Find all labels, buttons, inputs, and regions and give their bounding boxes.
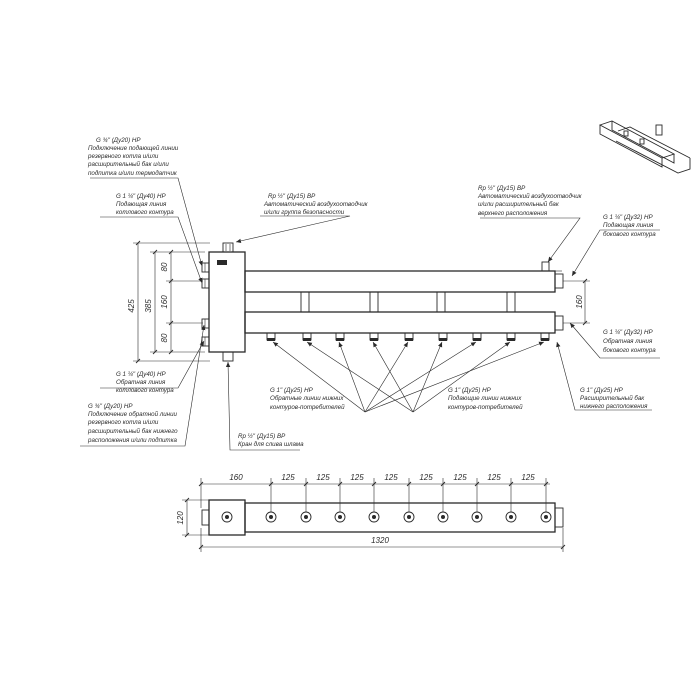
annotation-return-boiler: G 1 ¼" (Ду40) НР Обратная линия котловог…	[116, 371, 174, 394]
svg-text:G 1" (Ду25) НР: G 1" (Ду25) НР	[580, 387, 624, 394]
dim-pitch-6: 125	[453, 473, 467, 482]
svg-text:расположения и/или подпитка: расположения и/или подпитка	[87, 437, 177, 444]
plan-end-fitting	[554, 507, 564, 528]
svg-text:G 1" (Ду25) НР: G 1" (Ду25) НР	[270, 387, 314, 394]
svg-text:и/или группа безопасности: и/или группа безопасности	[264, 209, 345, 216]
upper-air-vent	[541, 261, 550, 272]
svg-text:Rp ½" (Ду15) ВР: Rp ½" (Ду15) ВР	[478, 185, 526, 192]
lower-end-fitting	[554, 315, 564, 331]
dim-pitch-8: 125	[521, 473, 535, 482]
fitting-lower-b	[201, 336, 210, 347]
dim-overall-length: 1320	[371, 536, 389, 545]
separator-bottom-cap	[222, 351, 234, 362]
svg-text:G 1 ¼" (Ду40) НР: G 1 ¼" (Ду40) НР	[116, 193, 166, 200]
dim-pitch-3: 125	[350, 473, 364, 482]
plan-header-body	[244, 502, 556, 533]
svg-text:контуров-потребителей: контуров-потребителей	[448, 404, 523, 411]
dim-inner-height: 385	[144, 299, 153, 313]
upper-end-fitting	[554, 273, 564, 289]
svg-text:G 1 ¼" (Ду32) НР: G 1 ¼" (Ду32) НР	[603, 329, 653, 336]
annotation-expansion-bottom: G 1" (Ду25) НР Расширительный бак нижнег…	[580, 387, 648, 410]
plan-left-fitting	[201, 509, 210, 526]
svg-text:Rp ½" (Ду15) ВР: Rp ½" (Ду15) ВР	[238, 433, 286, 440]
svg-text:резервного котла и/или: резервного котла и/или	[87, 153, 159, 160]
front-dimensions	[133, 242, 590, 362]
dim-lower-offset: 80	[160, 333, 169, 342]
svg-text:нижнего расположения: нижнего расположения	[580, 403, 648, 410]
svg-text:Подающие линии нижних: Подающие линии нижних	[448, 395, 522, 402]
annotation-supply-side: G 1 ¼" (Ду32) НР Подающая линия бокового…	[603, 214, 656, 238]
svg-text:G 1 ¼" (Ду40) НР: G 1 ¼" (Ду40) НР	[116, 371, 166, 378]
dim-pipe-spacing: 160	[160, 295, 169, 309]
svg-text:G 1 ¼" (Ду32) НР: G 1 ¼" (Ду32) НР	[603, 214, 653, 221]
dim-pitch-4: 125	[384, 473, 398, 482]
dim-overall-height: 425	[127, 299, 136, 313]
annotation-air-vent-right: Rp ½" (Ду15) ВР Автоматический воздухоот…	[477, 185, 583, 217]
svg-text:контуров-потребителей: контуров-потребителей	[270, 404, 345, 411]
svg-text:Обратные линии нижних: Обратные линии нижних	[270, 395, 344, 402]
annotation-drain-valve: Rp ½" (Ду15) ВР Кран для слива шлама	[238, 433, 304, 448]
fitting-upper-a	[201, 262, 210, 273]
svg-text:G ¾" (Ду20) НР: G ¾" (Ду20) НР	[88, 403, 133, 410]
svg-text:Подающая линия: Подающая линия	[116, 201, 167, 208]
annotation-supply-consumers: G 1" (Ду25) НР Подающие линии нижних кон…	[448, 387, 523, 411]
dim-pitch-7: 125	[487, 473, 501, 482]
front-dimension-ticks	[135, 240, 588, 364]
dim-pitch-5: 125	[419, 473, 433, 482]
annotation-supply-boiler: G 1 ¼" (Ду40) НР Подающая линия котловог…	[116, 193, 174, 216]
svg-text:и/или расширительный бак: и/или расширительный бак	[478, 201, 560, 208]
front-view	[201, 242, 564, 362]
svg-text:бокового контура: бокового контура	[603, 231, 656, 238]
svg-text:Автоматический воздухоотводчик: Автоматический воздухоотводчик	[263, 201, 369, 208]
dim-pitch-2: 125	[316, 473, 330, 482]
svg-text:Автоматический воздухоотводчик: Автоматический воздухоотводчик	[477, 193, 583, 200]
nozzle-leaders	[272, 341, 545, 413]
svg-text:Обратная линия: Обратная линия	[603, 338, 653, 345]
annotation-return-reserve: G ¾" (Ду20) НР Подключение обратной лини…	[87, 403, 178, 444]
svg-text:Расширительный бак: Расширительный бак	[580, 395, 645, 402]
svg-text:Кран для слива шлама: Кран для слива шлама	[238, 441, 304, 448]
fitting-lower-a	[201, 318, 210, 329]
name-plate	[217, 260, 227, 265]
annotation-air-vent-left: Rp ½" (Ду15) ВР Автоматический воздухоот…	[263, 193, 369, 216]
svg-text:G 1" (Ду25) НР: G 1" (Ду25) НР	[448, 387, 492, 394]
svg-text:котлового контура: котлового контура	[116, 209, 174, 216]
svg-text:котлового контура: котлового контура	[116, 387, 174, 394]
svg-text:Подключение обратной линии: Подключение обратной линии	[88, 411, 178, 418]
dim-first-pitch: 160	[229, 473, 243, 482]
svg-text:бокового контура: бокового контура	[603, 347, 656, 354]
annotation-supply-reserve: G ¾" (Ду20) НР Подключение подающей лини…	[87, 137, 179, 177]
plan-view	[201, 499, 564, 536]
dim-right-pipe-spacing: 160	[575, 295, 584, 309]
svg-text:расширительный бак и/или: расширительный бак и/или	[87, 161, 169, 168]
svg-text:расширительный бак нижнего: расширительный бак нижнего	[87, 428, 178, 435]
separator-top-cap	[222, 242, 234, 253]
fitting-upper-b	[201, 278, 210, 289]
upper-header-pipe	[244, 270, 556, 293]
plan-dimensions	[182, 478, 564, 552]
dim-depth: 120	[176, 511, 185, 525]
dim-pitch-1: 125	[281, 473, 295, 482]
svg-text:Rp ½" (Ду15) ВР: Rp ½" (Ду15) ВР	[268, 193, 316, 200]
svg-text:верхнего расположения: верхнего расположения	[478, 210, 548, 217]
svg-text:подпитка и/или термодатчик: подпитка и/или термодатчик	[88, 170, 178, 177]
isometric-thumbnail	[598, 120, 691, 174]
dim-upper-offset: 80	[160, 262, 169, 271]
plan-nozzles	[265, 511, 552, 523]
svg-text:Подающая линия: Подающая линия	[603, 222, 654, 229]
annotation-return-consumers: G 1" (Ду25) НР Обратные линии нижних кон…	[270, 387, 345, 411]
separator-body	[208, 251, 246, 353]
annotation-return-side: G 1 ¼" (Ду32) НР Обратная линия бокового…	[603, 329, 656, 354]
svg-text:Подключение подающей линии: Подключение подающей линии	[88, 145, 179, 152]
svg-text:Обратная линия: Обратная линия	[116, 379, 166, 386]
svg-text:резервного котла и/или: резервного котла и/или	[87, 419, 159, 426]
leader-lines	[80, 177, 660, 451]
svg-text:G ¾" (Ду20) НР: G ¾" (Ду20) НР	[96, 137, 141, 144]
plan-dimension-ticks	[184, 481, 566, 550]
lower-header-pipe	[244, 311, 556, 334]
